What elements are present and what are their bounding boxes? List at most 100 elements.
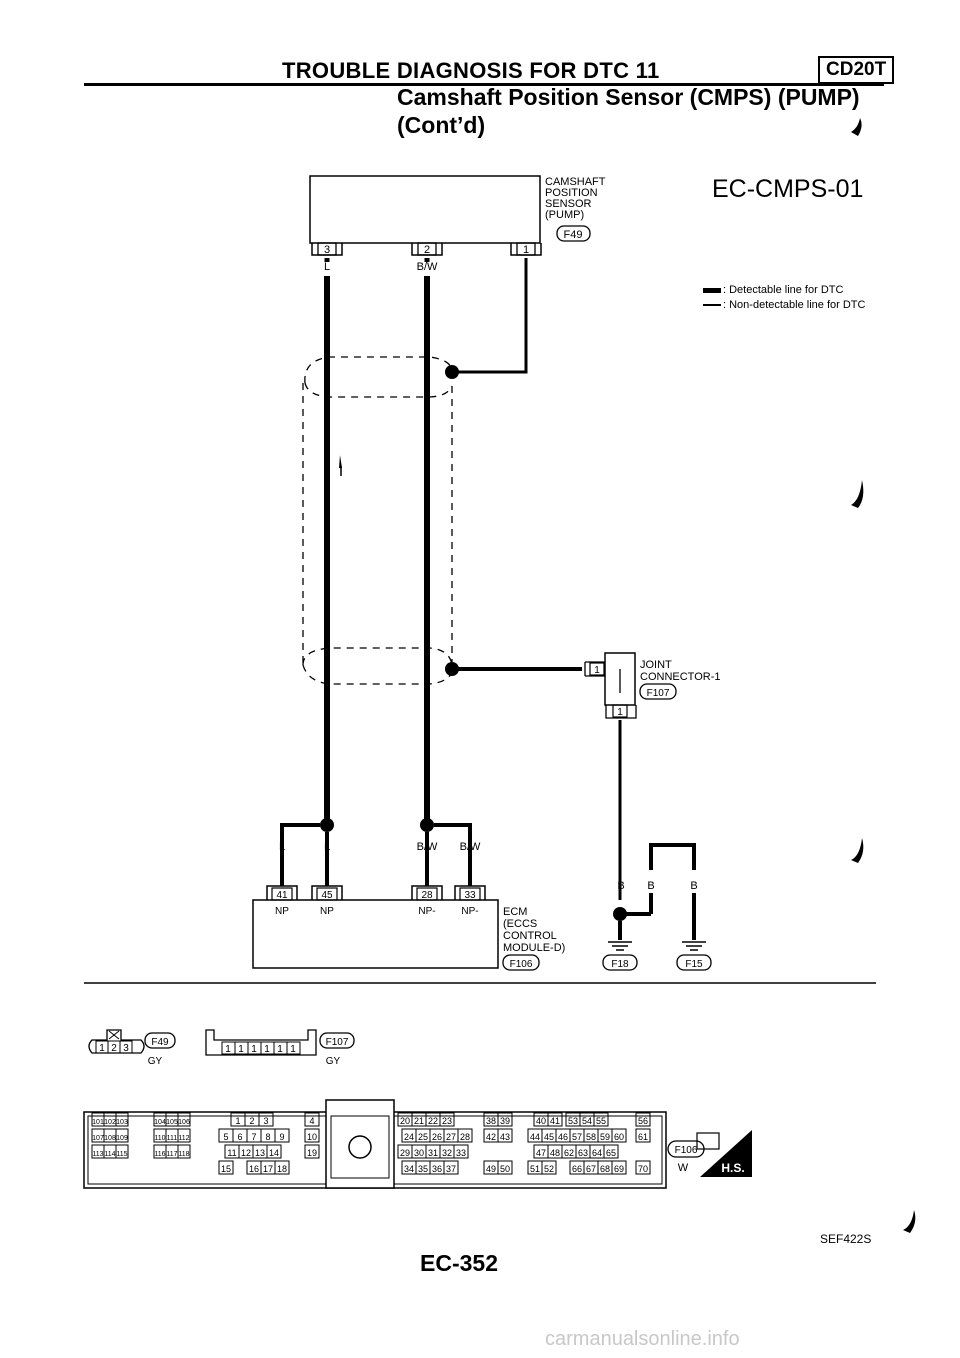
f106-pin-box — [304, 1144, 320, 1159]
f106-pin-label: 58 — [586, 1132, 596, 1142]
f106-pin-label: 110 — [154, 1135, 165, 1142]
locator-icon — [348, 1135, 372, 1159]
f106-pin-box — [541, 1160, 557, 1175]
ecm-pin-label: 28 — [421, 890, 433, 901]
f106-pin-label: 51 — [530, 1164, 540, 1174]
ground-icon — [608, 941, 632, 951]
ground-connector-id: F18 — [611, 959, 629, 970]
f106-pin-label: 62 — [564, 1148, 574, 1158]
f106-pin-label: 17 — [263, 1164, 273, 1174]
ecm-pin-label: 45 — [321, 890, 333, 901]
f106-pin-label: 26 — [432, 1132, 442, 1142]
f106-pin-label: 60 — [614, 1132, 624, 1142]
shield-splice — [445, 365, 459, 379]
f106-pin-label: 8 — [265, 1132, 270, 1142]
f106-pin-box — [274, 1128, 290, 1143]
f106-pin-label: 106 — [178, 1119, 190, 1126]
f106-pin-box — [611, 1128, 627, 1143]
f107-pin: 1 — [225, 1044, 231, 1055]
f106-pin-label: 5 — [223, 1132, 228, 1142]
f106-pin-label: 118 — [178, 1151, 189, 1158]
f49-color: GY — [148, 1056, 163, 1067]
f106-pin-label: 56 — [638, 1116, 648, 1126]
sensor-pin-label: 3 — [324, 244, 330, 256]
detectable-line-icon — [703, 287, 721, 293]
f49-pin: 3 — [123, 1043, 129, 1054]
ecm-pin-name: NP — [275, 906, 289, 917]
sensor-connector-badge — [556, 225, 591, 242]
f106-pin-label: 63 — [578, 1148, 588, 1158]
f106-pin-label: 44 — [530, 1132, 540, 1142]
f106-pin-label: 59 — [600, 1132, 610, 1142]
joint-pin-frame — [584, 661, 605, 677]
f106-pin-label: 3 — [263, 1116, 268, 1126]
f106-pin-label: 40 — [536, 1116, 546, 1126]
ecm-pin-name: NP — [320, 906, 334, 917]
f106-pin-box — [635, 1160, 651, 1175]
f106-pin-label: 67 — [586, 1164, 596, 1174]
ecm-pin-28: 28 — [411, 885, 443, 901]
hs-badge-text: H.S. — [721, 1161, 744, 1175]
f107-pin: 1 — [277, 1044, 283, 1055]
joint-pin-label: 1 — [617, 707, 623, 718]
wire-color-label: B/W — [417, 261, 438, 273]
sensor-label-line: CAMSHAFT — [545, 176, 606, 188]
f49-id: F49 — [151, 1037, 169, 1048]
f106-pin-box — [115, 1112, 129, 1127]
joint-label: JOINT CONNECTOR-1 — [640, 659, 720, 683]
f107-color: GY — [326, 1056, 341, 1067]
f106-pin-label: 109 — [116, 1135, 128, 1142]
f106-pin-label: 112 — [178, 1135, 189, 1142]
joint-connector-badge — [639, 683, 677, 700]
f106-pin-label: 29 — [400, 1148, 410, 1158]
f106-pin-box — [611, 1160, 627, 1175]
legend-detectable: : Detectable line for DTC — [703, 284, 843, 296]
f106-pin-box — [497, 1160, 513, 1175]
f106-pin-label: 108 — [104, 1135, 116, 1142]
joint-pin-box — [589, 662, 605, 676]
wire-color-label: B/W — [417, 841, 438, 853]
ecm-pin-label: 33 — [464, 890, 476, 901]
sensor-label-line: (PUMP) — [545, 209, 584, 221]
margin-mark — [903, 1210, 916, 1233]
f106-pin-label: 25 — [418, 1132, 428, 1142]
f106-pin-box — [177, 1112, 191, 1127]
f106-pin-label: 38 — [486, 1116, 496, 1126]
f106-pin-box — [177, 1128, 191, 1143]
f106-pin-box — [497, 1128, 513, 1143]
ecm-label-line: (ECCS — [503, 918, 537, 930]
f107-pin: 1 — [238, 1044, 244, 1055]
f106-pin-box — [115, 1128, 129, 1143]
f106-pin-label: 69 — [614, 1164, 624, 1174]
f106-id: F106 — [675, 1145, 698, 1156]
f106-pin-box — [304, 1112, 320, 1127]
ecm-pin-45: 45 — [311, 885, 343, 901]
f106-pin-label: 27 — [446, 1132, 456, 1142]
ground-wire-branch — [649, 843, 696, 870]
page-title: TROUBLE DIAGNOSIS FOR DTC 11 — [282, 58, 660, 83]
ecm-pin-label: 41 — [276, 890, 288, 901]
f106-pin-label: 13 — [255, 1148, 265, 1158]
f106-pin-label: 10 — [307, 1132, 317, 1142]
f106-pin-label: 36 — [432, 1164, 442, 1174]
f106-pin-label: 48 — [550, 1148, 560, 1158]
header-rule — [84, 83, 884, 86]
f106-pin-label: 115 — [116, 1151, 127, 1158]
f106-pin-box — [218, 1160, 234, 1175]
f106-pin-label: 24 — [404, 1132, 414, 1142]
f106-pin-box — [635, 1128, 651, 1143]
sensor-box — [309, 175, 541, 244]
wire-color-label: B/W — [460, 841, 481, 853]
f107-pin: 1 — [290, 1044, 296, 1055]
f106-pin-label: 47 — [536, 1148, 546, 1158]
diagram-id: EC-CMPS-01 — [712, 175, 864, 203]
f106-pin-label: 15 — [221, 1164, 231, 1174]
sensor-pin-label: 2 — [424, 244, 430, 256]
f106-pin-box — [497, 1112, 513, 1127]
f107-pin: 1 — [264, 1044, 270, 1055]
f107-id: F107 — [326, 1037, 349, 1048]
f106-pin-label: 105 — [166, 1119, 178, 1126]
ecm-pin-41: 41 — [266, 885, 298, 901]
